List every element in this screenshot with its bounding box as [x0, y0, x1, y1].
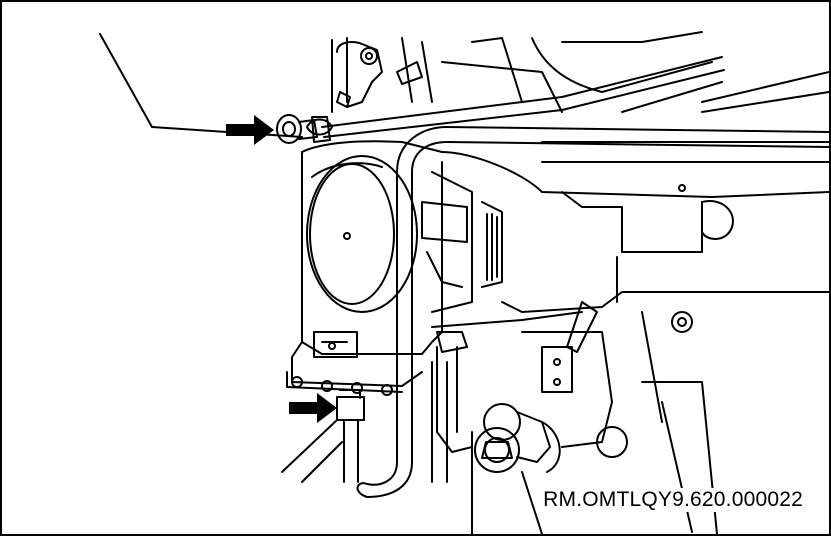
- shock-eye: [474, 403, 561, 473]
- lower-bracket: [436, 331, 473, 453]
- lower-fitting: [336, 389, 365, 483]
- leader-line: [99, 33, 303, 138]
- arrow-right-icon: [289, 393, 337, 423]
- brake-pipe: [356, 126, 829, 498]
- frame-members: [331, 31, 829, 163]
- upper-bracket: [336, 41, 423, 108]
- figure-reference-code: RM.OMTLQY9.620.000022: [541, 488, 805, 512]
- round-cover: [306, 155, 418, 313]
- housing-body: [286, 140, 443, 396]
- bottom-leader-lines: [281, 419, 343, 483]
- bottom-lines: [431, 361, 543, 534]
- upper-fitting: [276, 114, 331, 144]
- gear-joint: [421, 171, 503, 313]
- arrow-right-icon: [226, 115, 274, 145]
- swing-arm: [431, 151, 829, 328]
